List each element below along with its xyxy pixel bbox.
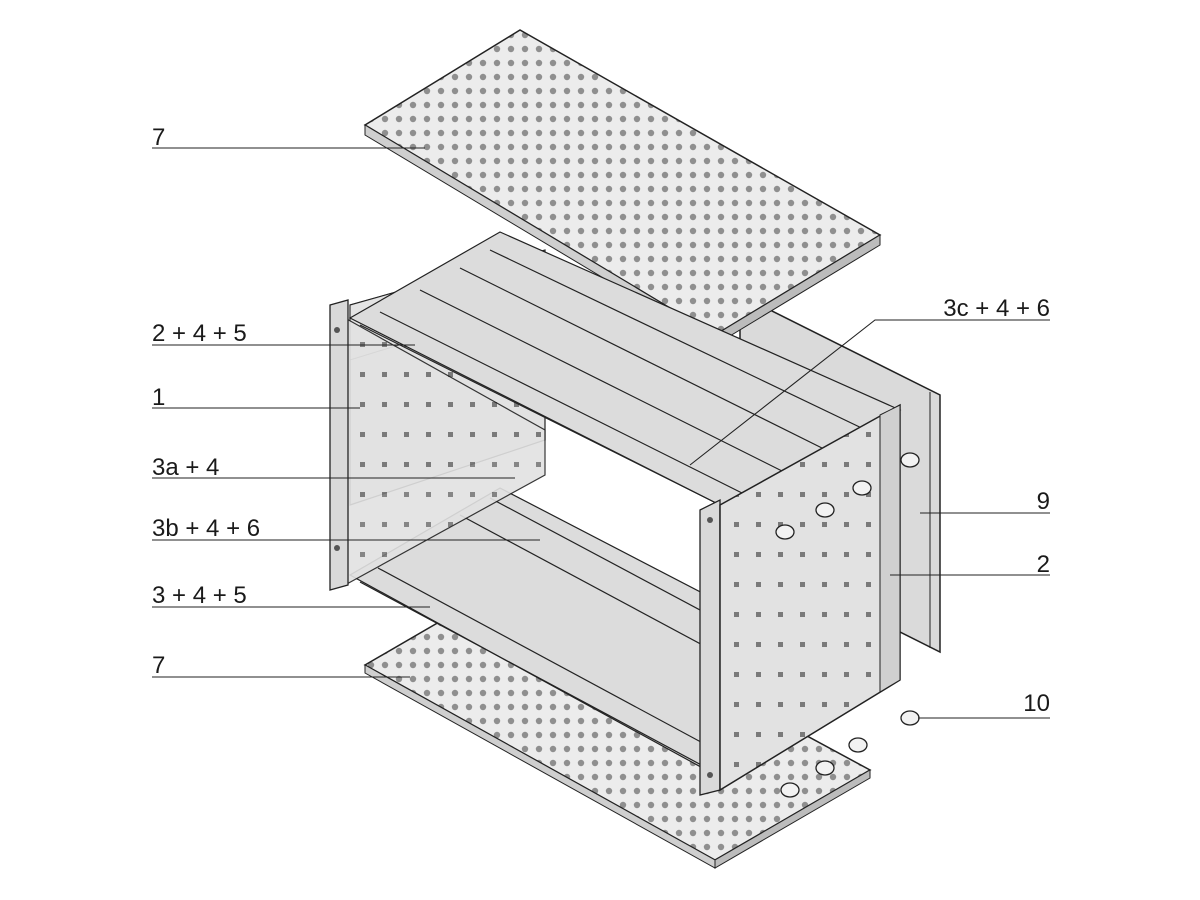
label-side-rail-combo: 2 + 4 + 5 — [152, 320, 247, 347]
label-screws: 10 — [1023, 690, 1050, 717]
label-rail-3c: 3c + 4 + 6 — [943, 295, 1050, 322]
leader-lines — [152, 147, 1050, 719]
label-rail-3a: 3a + 4 — [152, 454, 220, 481]
top-rails — [348, 231, 902, 511]
front-flange-right — [699, 498, 721, 796]
label-bottom-cover: 7 — [152, 652, 166, 679]
label-side-panel: 2 — [1036, 551, 1050, 578]
label-rail-3b: 3b + 4 + 6 — [152, 515, 261, 542]
label-top-cover: 7 — [152, 124, 166, 151]
label-rear-panel: 9 — [1036, 488, 1050, 515]
screws — [775, 452, 920, 798]
label-front-flange: 1 — [152, 384, 166, 411]
front-flange-left — [329, 299, 349, 591]
label-rail-bottom-front: 3 + 4 + 5 — [152, 582, 247, 609]
